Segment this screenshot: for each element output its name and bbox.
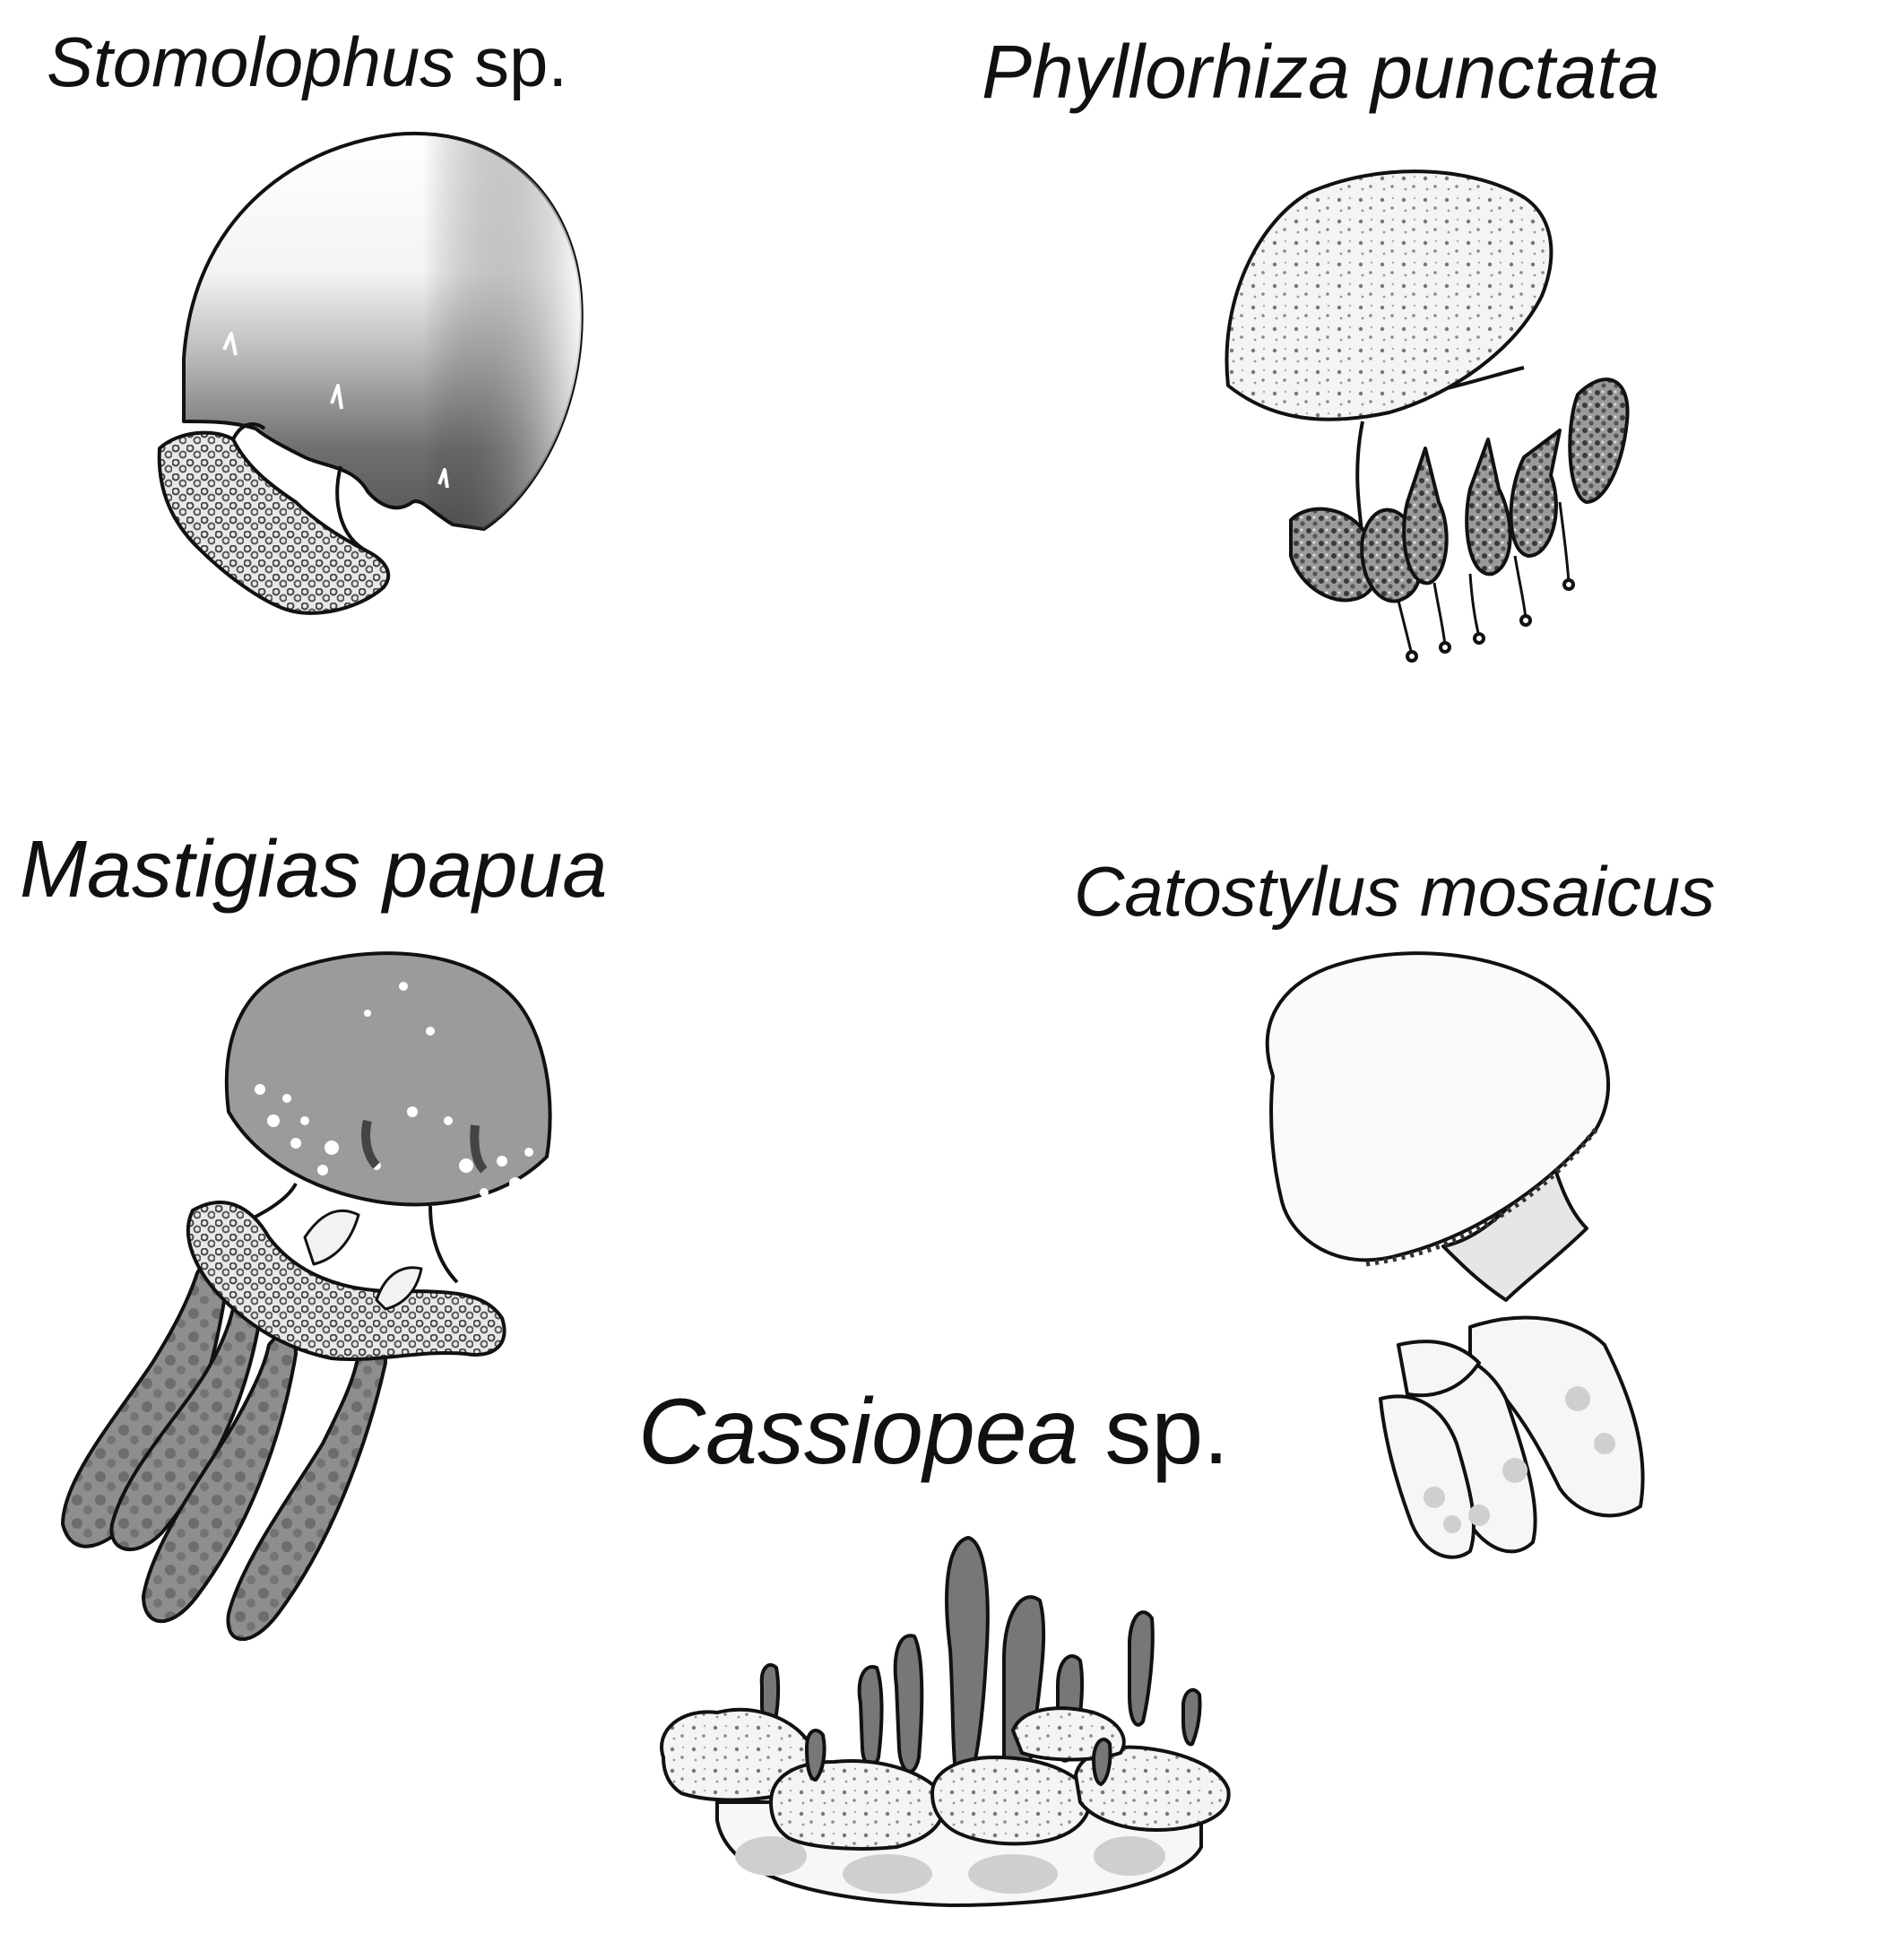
label-mastigias: Mastigias papua <box>20 829 607 910</box>
label-catostylus: Catostylus mosaicus <box>1074 856 1715 926</box>
mastigias-spots <box>255 982 533 1197</box>
label-cassiopea: Cassiopea sp. <box>638 1385 1229 1479</box>
cassiopea-illustration <box>660 1536 1231 1907</box>
label-mastigias-genus: Mastigias <box>20 825 361 915</box>
phyllorhiza-bell <box>1225 169 1553 421</box>
label-catostylus-epithet: mosaicus <box>1419 852 1716 931</box>
phyllorhiza-illustration <box>1225 169 1630 663</box>
label-phyllorhiza-genus: Phyllorhiza <box>982 30 1350 114</box>
label-catostylus-genus: Catostylus <box>1074 852 1401 931</box>
label-mastigias-epithet: papua <box>383 825 608 915</box>
label-cassiopea-epithet: sp. <box>1104 1380 1230 1484</box>
mastigias-frill <box>186 1201 506 1362</box>
label-stomolophus-epithet: sp. <box>473 22 568 101</box>
catostylus-bell <box>1265 951 1610 1262</box>
label-phyllorhiza-epithet: punctata <box>1371 30 1660 114</box>
stomolophus-illustration <box>157 131 584 615</box>
catostylus-illustration <box>1265 951 1645 1559</box>
phyllorhiza-oral-arms <box>1289 377 1630 603</box>
label-cassiopea-genus: Cassiopea <box>638 1380 1079 1484</box>
mastigias-bell <box>224 951 552 1207</box>
mastigias-illustration <box>61 951 552 1642</box>
label-phyllorhiza: Phyllorhiza punctata <box>982 34 1659 109</box>
phyllorhiza-filaments <box>1397 501 1571 655</box>
stomolophus-oral-arms <box>157 430 391 615</box>
mastigias-arms <box>61 1258 387 1642</box>
label-stomolophus: Stomolophus sp. <box>47 27 567 97</box>
label-stomolophus-genus: Stomolophus <box>47 22 455 101</box>
